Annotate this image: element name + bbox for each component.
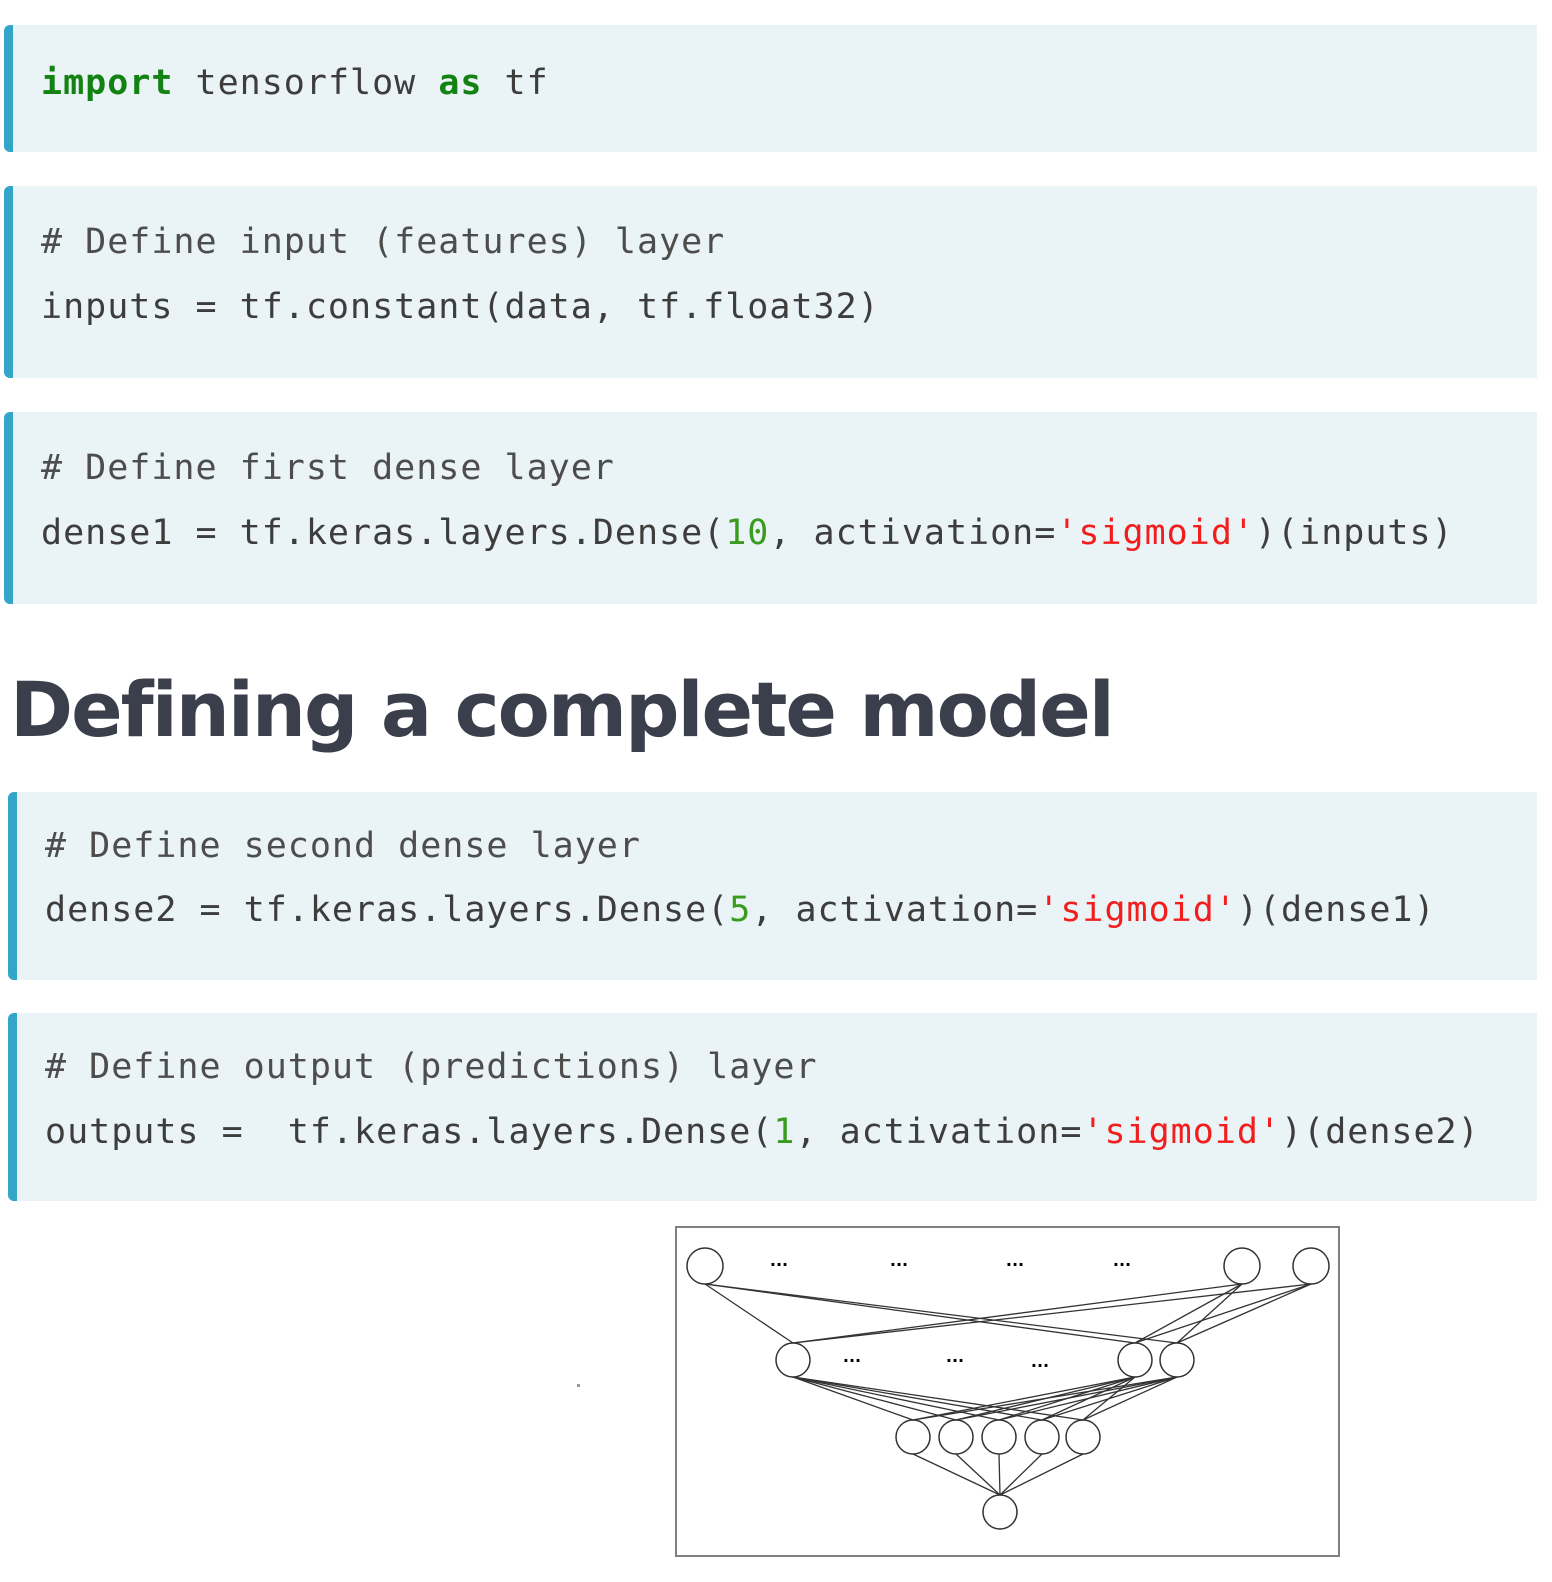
diagram-edge [999, 1453, 1043, 1496]
neuron-node-dense2 [938, 1419, 974, 1455]
code-block-import: import tensorflow as tf [4, 25, 1537, 152]
diagram-edge [999, 1453, 1084, 1496]
code-text: )(inputs) [1254, 513, 1454, 553]
diagram-edge [792, 1376, 914, 1421]
ellipsis-label: ... [946, 1347, 964, 1366]
diagram-edge [912, 1376, 1178, 1421]
ellipsis-label: ... [1006, 1251, 1024, 1270]
code-comment: # Define second dense layer [45, 826, 641, 866]
neuron-node-input [686, 1247, 724, 1285]
neuron-node-dense1 [1117, 1342, 1153, 1378]
code-block-input-layer: # Define input (features) layer inputs =… [4, 186, 1537, 378]
neuron-node-dense2 [1065, 1419, 1101, 1455]
code-line: outputs = tf.keras.layers.Dense(1, activ… [45, 1112, 1480, 1152]
diagram-edge [704, 1283, 794, 1344]
diagram-edge [955, 1453, 1001, 1496]
diagram-nodes [686, 1247, 1330, 1530]
diagram-edge [955, 1376, 1178, 1421]
diagram-edge [792, 1376, 1084, 1421]
diagram-edge [912, 1453, 1001, 1496]
code-line: dense2 = tf.keras.layers.Dense(5, activa… [45, 890, 1436, 930]
code-text: , activation= [769, 513, 1057, 553]
code-text: )(dense2) [1281, 1112, 1480, 1152]
code-text: )(dense1) [1236, 890, 1436, 930]
diagram-edge [1041, 1376, 1178, 1421]
code-text: inputs = tf.constant(data, tf.float32) [41, 287, 880, 327]
code-keyword: as [438, 63, 483, 103]
neuron-node-output [982, 1494, 1018, 1530]
diagram-edge [1134, 1283, 1312, 1344]
ellipsis-label: ... [843, 1347, 861, 1366]
diagram-edge [792, 1376, 1043, 1421]
code-line: dense1 = tf.keras.layers.Dense(10, activ… [41, 513, 1454, 553]
diagram-edge [704, 1283, 1178, 1344]
code-comment: # Define output (predictions) layer [45, 1047, 818, 1087]
diagram-edge [998, 1376, 1178, 1421]
diagram-edges [704, 1283, 1312, 1496]
code-number: 1 [773, 1112, 796, 1152]
neuron-node-input [1292, 1247, 1330, 1285]
ellipsis-label: ... [890, 1251, 908, 1270]
neuron-node-dense2 [895, 1419, 931, 1455]
diagram-edge [792, 1376, 1000, 1421]
code-text: , activation= [751, 890, 1039, 930]
code-text: , activation= [795, 1112, 1083, 1152]
diagram-edge [704, 1283, 1136, 1344]
ellipsis-label: ... [1031, 1352, 1049, 1371]
code-text: dense1 = tf.keras.layers.Dense( [41, 513, 726, 553]
diagram-edge [792, 1376, 957, 1421]
code-comment: # Define input (features) layer [41, 222, 726, 262]
neuron-node-dense2 [1024, 1419, 1060, 1455]
code-line-comment: # Define input (features) layer [41, 222, 725, 262]
code-string: 'sigmoid' [1038, 890, 1237, 930]
neuron-node-dense1 [775, 1342, 811, 1378]
code-number: 5 [729, 890, 752, 930]
code-line: import tensorflow as tf [41, 63, 549, 103]
code-block-dense1: # Define first dense layer dense1 = tf.k… [4, 412, 1537, 604]
diagram-edge [998, 1453, 1001, 1496]
code-comment: # Define first dense layer [41, 448, 615, 488]
neuron-node-input [1223, 1247, 1261, 1285]
code-string: 'sigmoid' [1082, 1112, 1282, 1152]
diagram-edge [1176, 1283, 1243, 1344]
diagram-edge [1176, 1283, 1312, 1344]
code-line-comment: # Define second dense layer [45, 826, 641, 866]
section-heading: Defining a complete model [10, 665, 1115, 754]
code-block-output-layer: # Define output (predictions) layer outp… [8, 1013, 1537, 1201]
code-line: inputs = tf.constant(data, tf.float32) [41, 287, 880, 327]
code-text: tf [482, 63, 549, 103]
diagram-edge [792, 1283, 1312, 1344]
ellipsis-label: ... [770, 1251, 788, 1270]
ellipsis-label: ... [1113, 1251, 1131, 1270]
diagram-edge [912, 1376, 1136, 1421]
code-number: 10 [725, 513, 770, 553]
code-text: dense2 = tf.keras.layers.Dense( [45, 890, 730, 930]
neuron-node-dense1 [1159, 1342, 1195, 1378]
code-line-comment: # Define first dense layer [41, 448, 615, 488]
code-string: 'sigmoid' [1056, 513, 1255, 553]
code-line-comment: # Define output (predictions) layer [45, 1047, 818, 1087]
code-text: outputs = tf.keras.layers.Dense( [45, 1112, 774, 1152]
diagram-edge [1082, 1376, 1178, 1421]
code-block-dense2: # Define second dense layer dense2 = tf.… [8, 792, 1537, 980]
neuron-node-dense2 [981, 1419, 1017, 1455]
diagram-ellipses: ..................... [770, 1251, 1131, 1371]
code-keyword: import [41, 63, 174, 103]
stray-dot [577, 1384, 580, 1387]
code-text: tensorflow [173, 63, 439, 103]
diagram-edge [792, 1283, 1243, 1344]
